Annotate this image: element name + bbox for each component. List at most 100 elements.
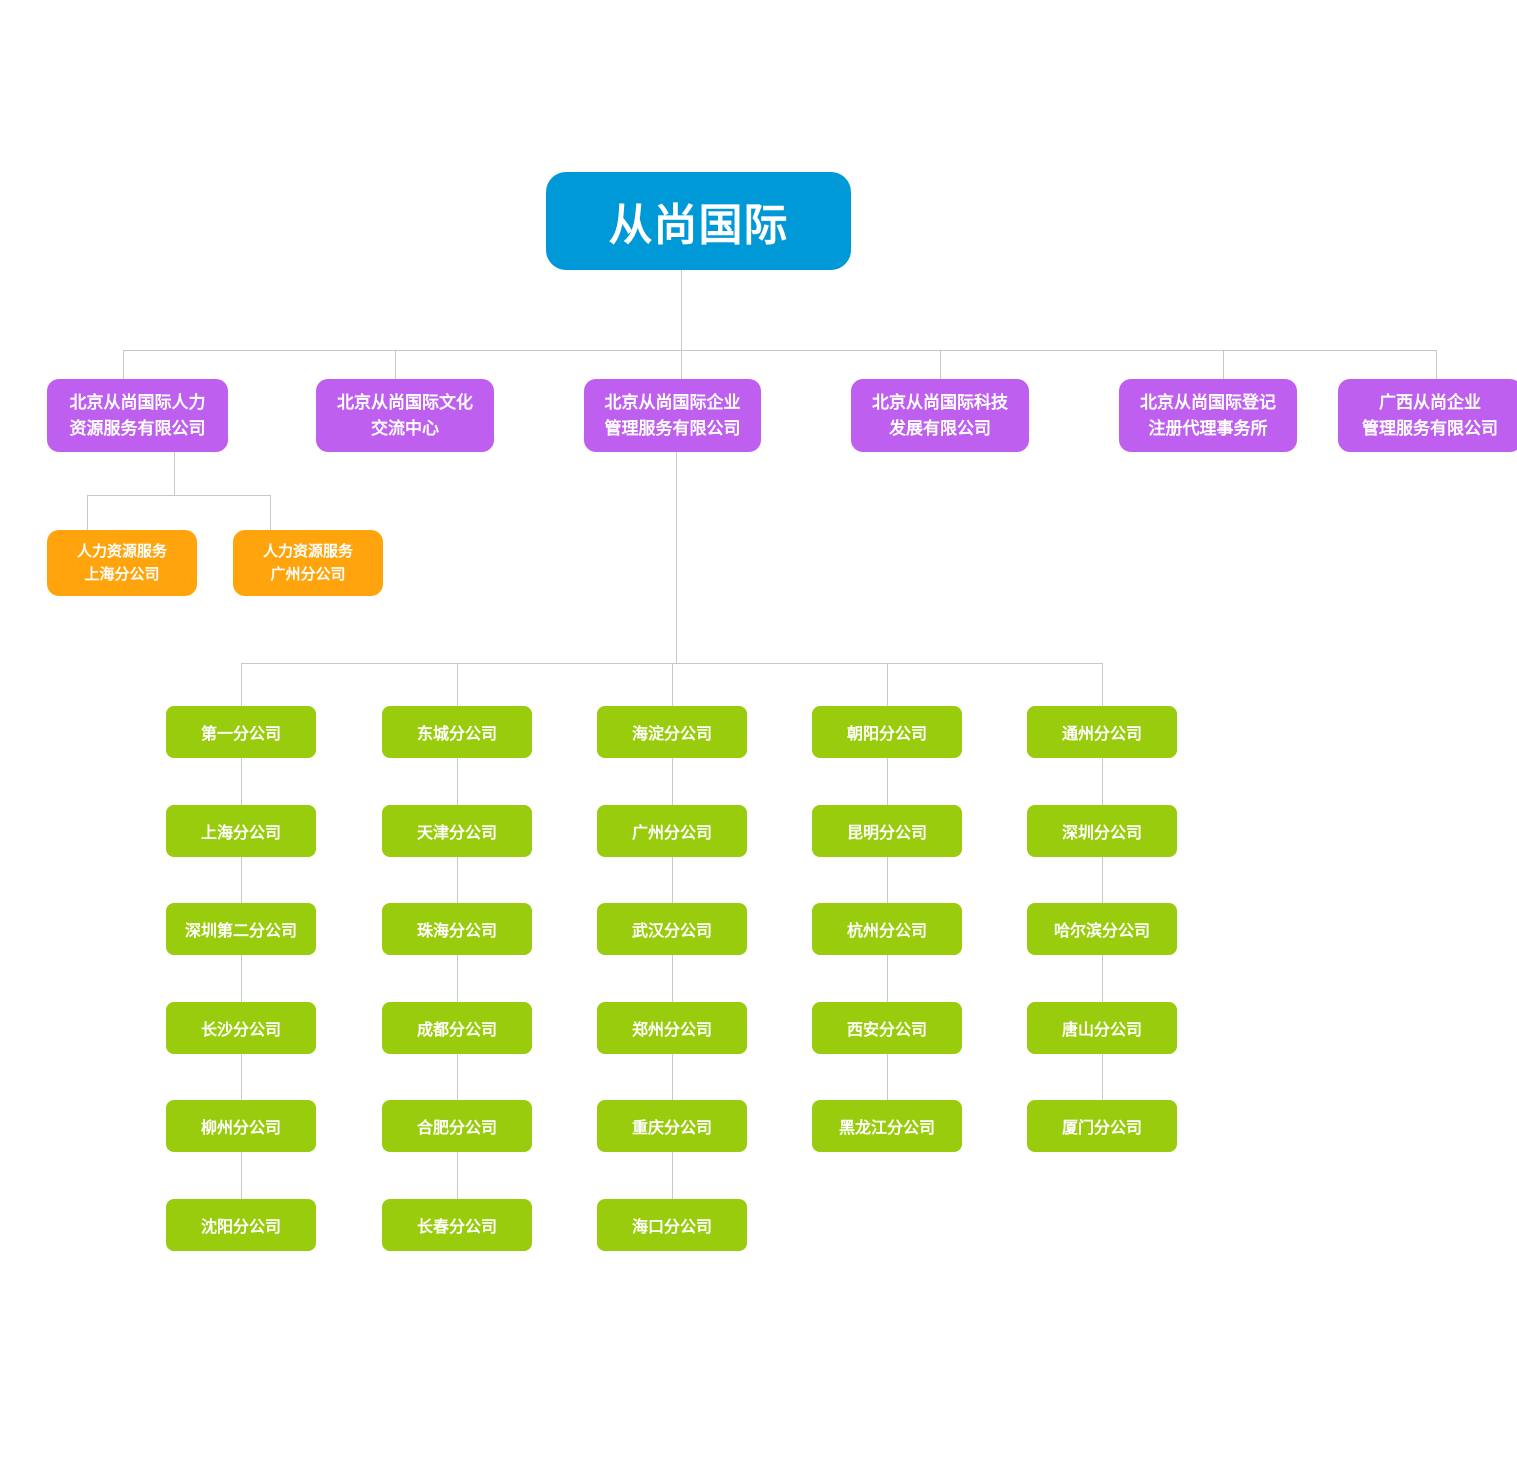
org-node-branch-office: 深圳第二分公司 — [166, 903, 316, 955]
org-node-label: 郑州分公司 — [631, 1022, 712, 1039]
connector-line — [681, 350, 682, 380]
org-node-branch-office: 天津分公司 — [382, 805, 532, 857]
connector-line — [457, 663, 458, 706]
org-node-branch-office: 唐山分公司 — [1027, 1002, 1177, 1054]
connector-line — [672, 758, 673, 805]
org-node-branch-office: 长春分公司 — [382, 1199, 532, 1251]
org-node-branch-office: 珠海分公司 — [382, 903, 532, 955]
connector-line — [241, 1054, 242, 1100]
org-node-label: 注册代理事务所 — [1148, 418, 1268, 438]
org-node-branch-office: 上海分公司 — [166, 805, 316, 857]
org-node-subsidiary-hr-company: 北京从尚国际人力 资源服务有限公司 — [47, 379, 228, 452]
org-node-label: 北京从尚国际文化 — [337, 392, 473, 412]
connector-line — [887, 758, 888, 805]
org-node-label: 朝阳分公司 — [846, 726, 927, 743]
org-node-branch-office: 柳州分公司 — [166, 1100, 316, 1152]
org-node-label: 第一分公司 — [200, 726, 281, 743]
org-node-label: 长沙分公司 — [200, 1022, 281, 1039]
connector-line — [270, 495, 271, 530]
connector-line — [672, 1152, 673, 1199]
connector-line — [457, 955, 458, 1002]
org-node-label: 管理服务有限公司 — [1362, 418, 1498, 438]
org-node-hr-branch-guangzhou: 人力资源服务 广州分公司 — [233, 530, 383, 596]
org-node-branch-office: 黑龙江分公司 — [812, 1100, 962, 1152]
org-node-branch-office: 西安分公司 — [812, 1002, 962, 1054]
org-node-subsidiary-registration-agency: 北京从尚国际登记 注册代理事务所 — [1119, 379, 1297, 452]
org-node-branch-office: 厦门分公司 — [1027, 1100, 1177, 1152]
org-node-label: 重庆分公司 — [631, 1120, 712, 1137]
connector-line — [1436, 350, 1437, 380]
org-node-branch-office: 成都分公司 — [382, 1002, 532, 1054]
connector-line — [123, 350, 124, 380]
org-node-label: 深圳分公司 — [1061, 825, 1142, 842]
connector-line — [940, 350, 941, 380]
org-node-subsidiary-tech-company: 北京从尚国际科技 发展有限公司 — [851, 379, 1029, 452]
connector-line — [87, 495, 88, 530]
org-node-label: 北京从尚国际企业 — [604, 392, 741, 412]
connector-line — [457, 857, 458, 903]
connector-line — [887, 955, 888, 1002]
connector-line — [241, 955, 242, 1002]
org-node-label: 发展有限公司 — [889, 418, 991, 438]
org-node-label: 昆明分公司 — [846, 825, 927, 842]
org-node-label: 上海分公司 — [200, 825, 281, 842]
connector-line — [457, 758, 458, 805]
connector-line — [681, 270, 682, 350]
org-node-branch-office: 第一分公司 — [166, 706, 316, 758]
org-node-label: 通州分公司 — [1061, 726, 1142, 743]
connector-line — [241, 758, 242, 805]
connector-line — [1102, 663, 1103, 706]
org-node-label: 海口分公司 — [631, 1219, 712, 1236]
org-node-label: 管理服务有限公司 — [604, 418, 741, 438]
org-node-label: 人力资源服务 — [76, 543, 167, 560]
org-node-branch-office: 昆明分公司 — [812, 805, 962, 857]
org-node-branch-office: 沈阳分公司 — [166, 1199, 316, 1251]
org-node-label: 西安分公司 — [846, 1022, 927, 1039]
org-node-label: 深圳第二分公司 — [184, 923, 297, 940]
org-node-branch-office: 长沙分公司 — [166, 1002, 316, 1054]
org-node-label: 厦门分公司 — [1061, 1120, 1142, 1137]
connector-line — [672, 955, 673, 1002]
org-node-label: 天津分公司 — [416, 825, 497, 842]
org-node-label: 北京从尚国际登记 — [1140, 392, 1276, 412]
connector-line — [395, 350, 396, 380]
org-node-branch-office: 杭州分公司 — [812, 903, 962, 955]
org-node-subsidiary-guangxi-company: 广西从尚企业 管理服务有限公司 — [1338, 379, 1517, 452]
connector-line — [672, 663, 673, 706]
org-node-label: 沈阳分公司 — [200, 1219, 281, 1236]
org-node-label: 黑龙江分公司 — [838, 1120, 935, 1137]
org-node-label: 唐山分公司 — [1061, 1022, 1142, 1039]
connector-line — [676, 452, 677, 663]
org-node-label: 广西从尚企业 — [1379, 392, 1481, 412]
org-node-subsidiary-culture-center: 北京从尚国际文化 交流中心 — [316, 379, 494, 452]
org-node-branch-office: 海淀分公司 — [597, 706, 747, 758]
org-node-hr-branch-shanghai: 人力资源服务 上海分公司 — [47, 530, 197, 596]
org-node-branch-office: 哈尔滨分公司 — [1027, 903, 1177, 955]
org-node-branch-office: 郑州分公司 — [597, 1002, 747, 1054]
org-node-label: 北京从尚国际科技 — [872, 392, 1008, 412]
org-node-branch-office: 武汉分公司 — [597, 903, 747, 955]
connector-line — [887, 857, 888, 903]
connector-line — [123, 350, 1437, 351]
org-node-root: 从尚国际 — [546, 172, 851, 270]
org-node-label: 武汉分公司 — [631, 923, 712, 940]
org-node-subsidiary-management-company: 北京从尚国际企业 管理服务有限公司 — [584, 379, 761, 452]
connector-line — [241, 1152, 242, 1199]
connector-line — [1102, 758, 1103, 805]
org-node-label: 柳州分公司 — [200, 1120, 281, 1137]
connector-line — [887, 1054, 888, 1100]
org-node-label: 北京从尚国际人力 — [69, 392, 206, 412]
org-node-label: 资源服务有限公司 — [69, 418, 206, 438]
org-node-label: 珠海分公司 — [416, 923, 497, 940]
connector-line — [672, 1054, 673, 1100]
org-node-branch-office: 合肥分公司 — [382, 1100, 532, 1152]
org-node-label: 交流中心 — [371, 418, 439, 438]
connector-line — [672, 857, 673, 903]
org-node-label: 海淀分公司 — [631, 726, 712, 743]
org-node-branch-office: 重庆分公司 — [597, 1100, 747, 1152]
connector-line — [1102, 1054, 1103, 1100]
connector-line — [87, 495, 271, 496]
connector-line — [887, 663, 888, 706]
org-node-branch-office: 海口分公司 — [597, 1199, 747, 1251]
